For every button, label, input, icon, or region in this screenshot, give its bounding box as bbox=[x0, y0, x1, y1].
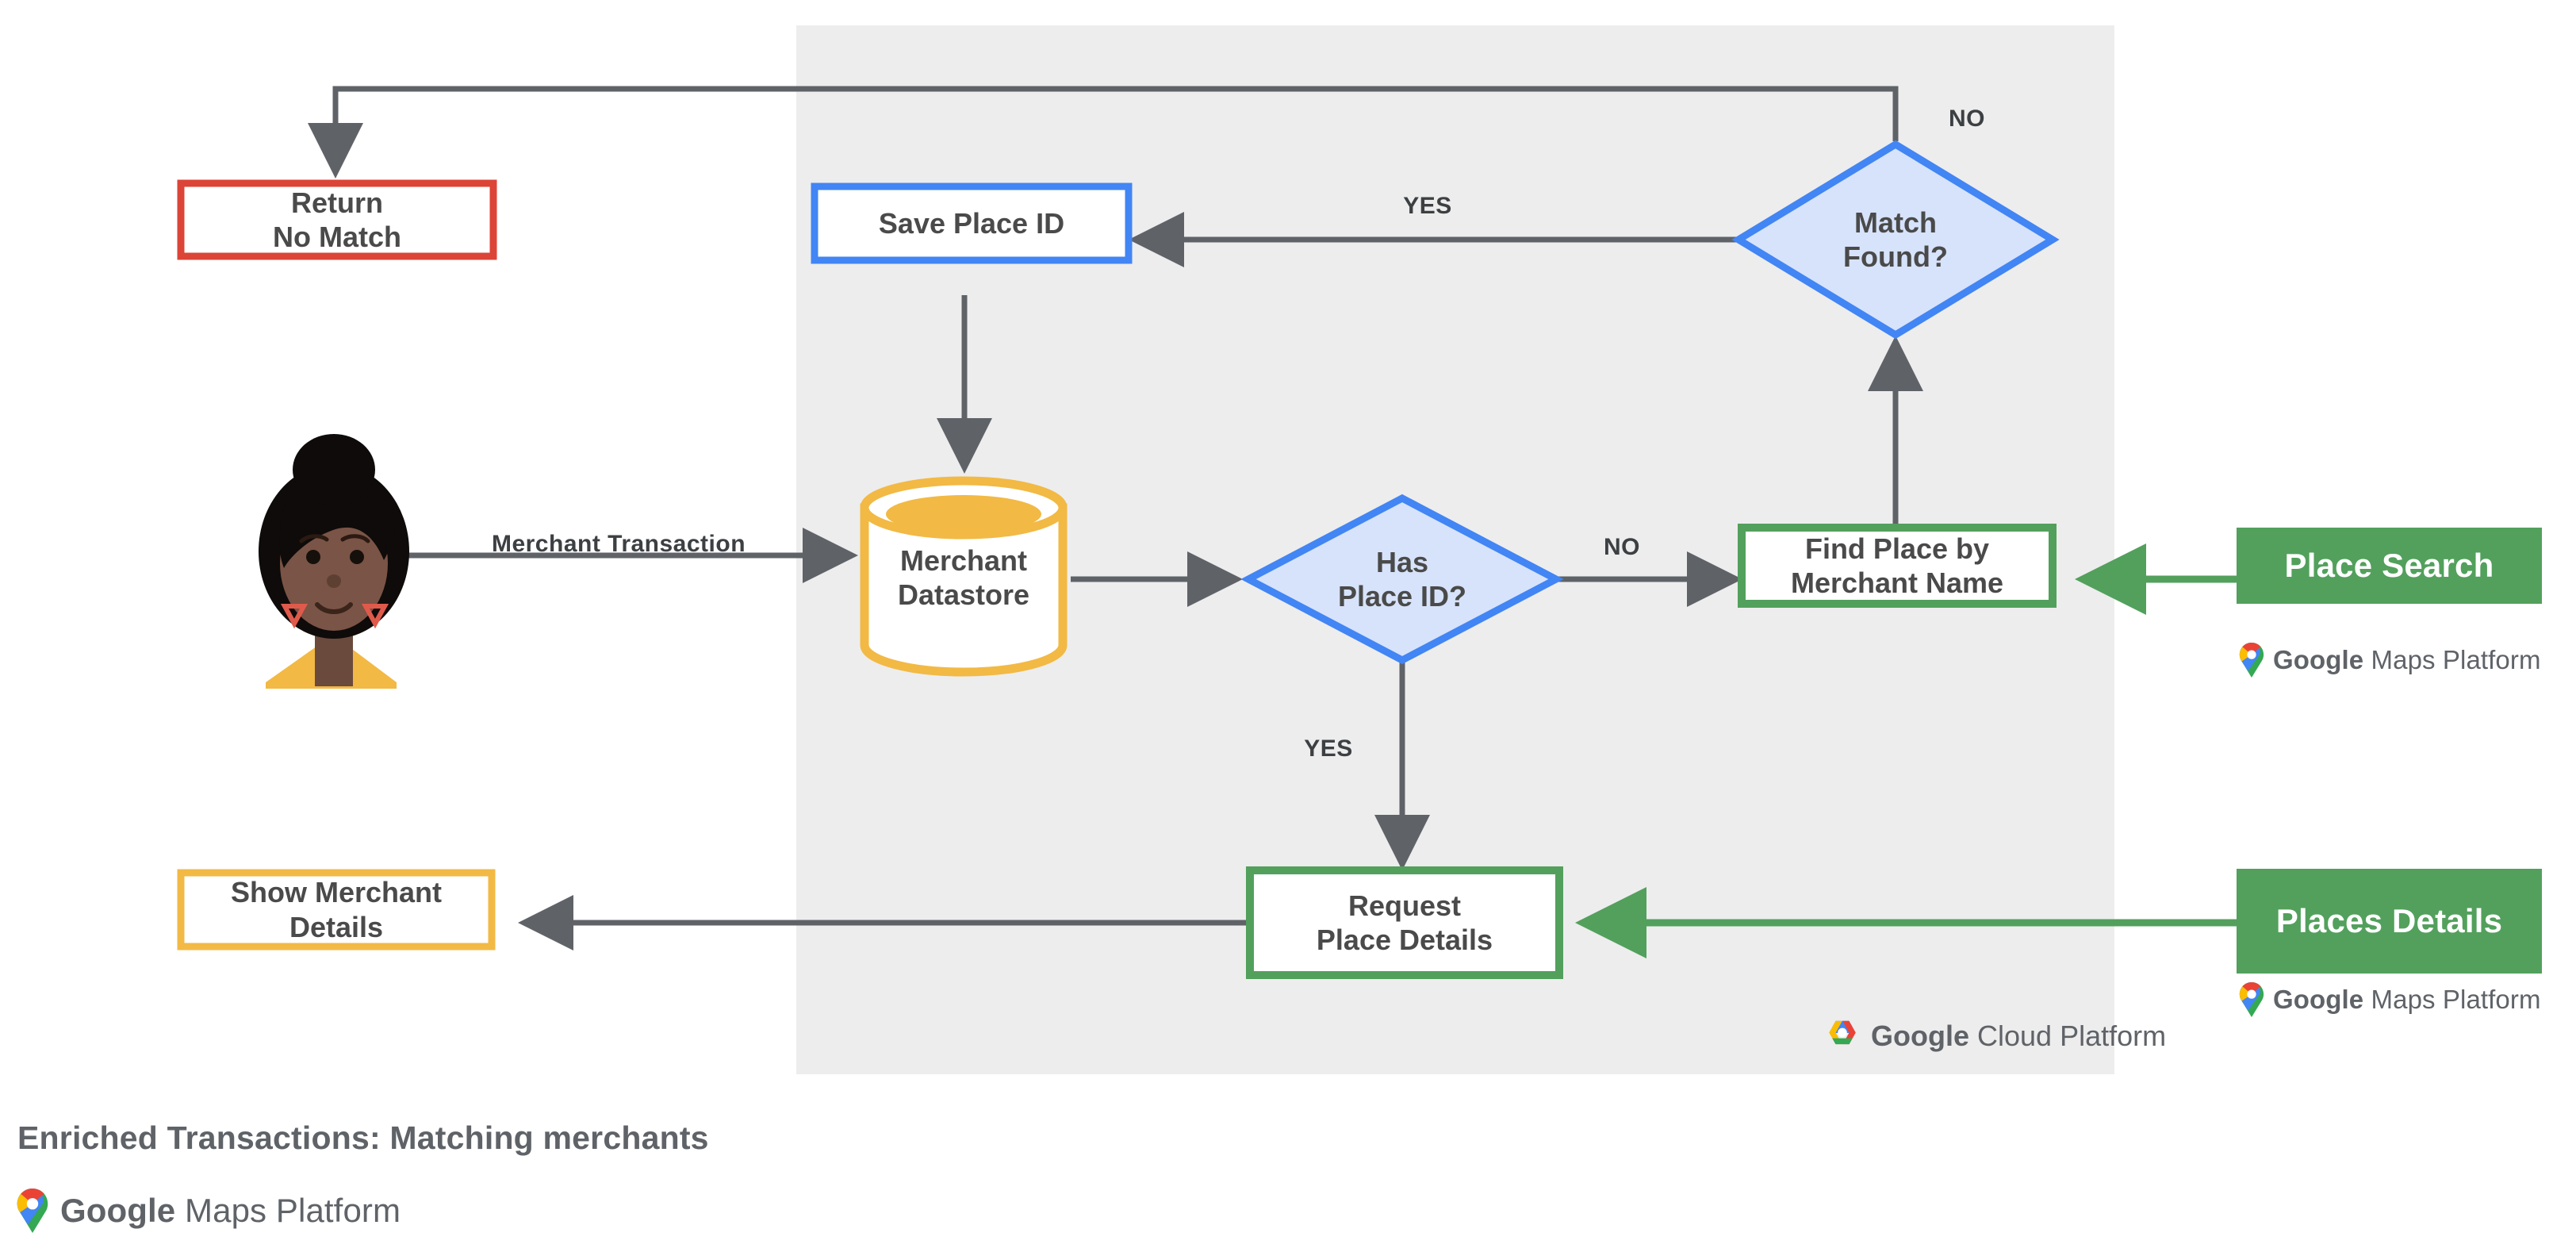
footer-maps-platform-logo: Google Maps Platform bbox=[16, 1189, 401, 1233]
button-label-place-search[interactable]: Place Search bbox=[2284, 547, 2494, 584]
footer-attribution-text: Google Maps Platform bbox=[60, 1192, 401, 1230]
attribution-rest: Maps Platform bbox=[175, 1192, 401, 1229]
node-return-no-match bbox=[177, 179, 497, 260]
button-places-details bbox=[2237, 869, 2542, 974]
edge-matchfound-no-to-return bbox=[308, 86, 1899, 179]
attribution-rest: Maps Platform bbox=[2363, 985, 2541, 1014]
attribution-text: Google Cloud Platform bbox=[1871, 1020, 2166, 1053]
attribution-maps-platform-places-details: Google Maps Platform bbox=[2238, 982, 2541, 1017]
node-find-place bbox=[1738, 524, 2057, 608]
attribution-text: Google Maps Platform bbox=[2273, 645, 2541, 675]
attribution-brand: Google bbox=[60, 1192, 176, 1229]
node-has-place-id bbox=[1240, 494, 1564, 665]
edge-label-match-found-no: NO bbox=[1949, 106, 1985, 132]
customer-avatar-illustration bbox=[259, 434, 409, 689]
attribution-rest: Cloud Platform bbox=[1969, 1020, 2167, 1052]
edge-label-has-place-id-yes: YES bbox=[1304, 735, 1353, 762]
google-maps-pin-icon bbox=[17, 1189, 48, 1233]
attribution-cloud-platform: Google Cloud Platform bbox=[1824, 1020, 2166, 1053]
google-maps-pin-icon bbox=[2239, 982, 2264, 1017]
page-title: Enriched Transactions: Matching merchant… bbox=[17, 1120, 709, 1156]
node-match-found bbox=[1731, 140, 2060, 340]
attribution-brand: Google bbox=[1871, 1020, 1969, 1052]
edge-label-has-place-id-no: NO bbox=[1604, 534, 1640, 560]
edge-label-merchant-transaction: Merchant Transaction bbox=[491, 531, 746, 557]
button-place-search bbox=[2237, 528, 2542, 604]
node-request-place-details bbox=[1246, 866, 1563, 979]
google-cloud-hexagon-icon bbox=[1829, 1020, 1856, 1045]
node-merchant-datastore bbox=[860, 476, 1068, 677]
node-show-merchant-details bbox=[177, 869, 496, 951]
attribution-brand: Google bbox=[2273, 645, 2364, 674]
node-save-place-id bbox=[811, 182, 1133, 264]
attribution-text: Google Maps Platform bbox=[2273, 985, 2541, 1015]
attribution-brand: Google bbox=[2273, 985, 2364, 1014]
attribution-maps-platform-place-search: Google Maps Platform bbox=[2238, 643, 2541, 678]
google-maps-pin-icon bbox=[2239, 643, 2264, 678]
edge-label-match-found-yes: YES bbox=[1403, 193, 1452, 219]
button-label-places-details[interactable]: Places Details bbox=[2275, 902, 2503, 939]
attribution-rest: Maps Platform bbox=[2363, 645, 2541, 674]
